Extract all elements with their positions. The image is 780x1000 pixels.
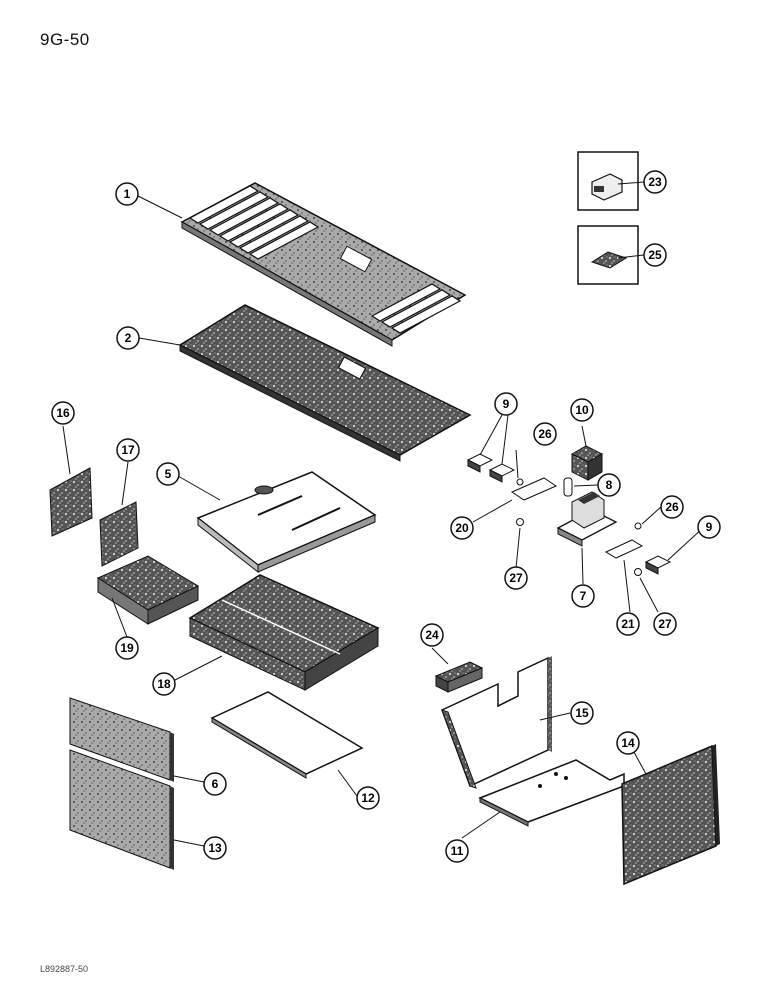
- svg-text:16: 16: [56, 406, 70, 420]
- svg-text:12: 12: [361, 791, 375, 805]
- svg-text:21: 21: [621, 617, 635, 631]
- part-6-panel: [69, 697, 174, 782]
- svg-text:20: 20: [455, 521, 469, 535]
- callout-21: 21: [616, 612, 640, 636]
- part-13-panel: [69, 749, 174, 870]
- part-16-panel: [49, 467, 93, 537]
- callout-27-right: 27: [653, 612, 677, 636]
- callout-17: 17: [116, 438, 140, 462]
- callout-26-right: 26: [660, 495, 684, 519]
- part-18-large-block: [188, 574, 380, 691]
- part-27-nut-right: [634, 568, 642, 576]
- part-17-panel: [99, 501, 139, 567]
- svg-text:14: 14: [621, 736, 635, 750]
- svg-text:27: 27: [509, 571, 523, 585]
- callout-25: 25: [643, 243, 667, 267]
- callout-6: 6: [203, 772, 227, 796]
- callout-12: 12: [356, 786, 380, 810]
- callout-26-left: 26: [533, 422, 557, 446]
- callout-18: 18: [152, 672, 176, 696]
- part-1-floor-mat: [180, 182, 467, 347]
- part-5-cover-panel: [196, 471, 377, 574]
- svg-text:18: 18: [157, 677, 171, 691]
- part-7-housing: [556, 491, 618, 547]
- part-10-cube: [570, 445, 604, 481]
- part-14-panel: [621, 744, 720, 886]
- svg-text:7: 7: [580, 589, 587, 603]
- callout-14: 14: [616, 731, 640, 755]
- svg-text:6: 6: [212, 777, 219, 791]
- part-25-pad-box: [577, 225, 639, 285]
- part-20-bracket: [510, 477, 558, 501]
- callout-24: 24: [420, 623, 444, 647]
- callout-10: 10: [570, 398, 594, 422]
- svg-text:17: 17: [121, 443, 135, 457]
- svg-text:1: 1: [124, 187, 131, 201]
- svg-text:10: 10: [575, 403, 589, 417]
- svg-text:27: 27: [658, 617, 672, 631]
- leader-lines: [62, 181, 705, 847]
- part-24-strip: [434, 661, 484, 693]
- part-12-sheet: [210, 691, 364, 779]
- part-8-spacer: [563, 477, 573, 497]
- svg-text:11: 11: [451, 844, 464, 858]
- svg-text:9: 9: [706, 520, 713, 534]
- part-27-nut: [516, 518, 524, 526]
- callout-11: 11: [445, 839, 469, 863]
- callout-8: 8: [597, 473, 621, 497]
- callout-1: 1: [115, 182, 139, 206]
- callout-19: 19: [115, 636, 139, 660]
- callout-7: 7: [571, 584, 595, 608]
- callout-9-right: 9: [697, 515, 721, 539]
- svg-text:13: 13: [208, 841, 222, 855]
- callout-16: 16: [51, 401, 75, 425]
- page-number: 9G-50: [40, 30, 90, 49]
- svg-text:26: 26: [665, 500, 679, 514]
- callouts: 1 2 16 17 5 19 18 6 13 12 9 26 10 8 20 2…: [51, 170, 721, 863]
- callout-27-left: 27: [504, 566, 528, 590]
- part-2-floor-insulation: [178, 304, 472, 462]
- callout-13: 13: [203, 836, 227, 860]
- svg-text:19: 19: [120, 641, 134, 655]
- svg-text:25: 25: [648, 248, 662, 262]
- drawing-code: L892887-50: [40, 964, 89, 974]
- svg-text:26: 26: [538, 427, 552, 441]
- svg-text:8: 8: [606, 478, 613, 492]
- svg-text:9: 9: [503, 397, 510, 411]
- callout-5: 5: [156, 462, 180, 486]
- callout-23: 23: [643, 170, 667, 194]
- svg-text:2: 2: [125, 331, 132, 345]
- part-9-pad-right: [644, 555, 672, 575]
- part-21-bracket: [604, 522, 644, 559]
- part-15-side-panel: [441, 656, 552, 789]
- callout-15: 15: [570, 701, 594, 725]
- part-19-block: [96, 555, 200, 625]
- part-9-pads: [466, 453, 516, 483]
- callout-9-left: 9: [494, 392, 518, 416]
- part-23-clip-box: [577, 151, 639, 211]
- svg-text:24: 24: [425, 628, 439, 642]
- callout-20: 20: [450, 516, 474, 540]
- part-11-floor-plate: [478, 759, 625, 827]
- svg-text:5: 5: [165, 467, 172, 481]
- svg-text:23: 23: [648, 175, 662, 189]
- callout-2: 2: [116, 326, 140, 350]
- svg-text:15: 15: [575, 706, 589, 720]
